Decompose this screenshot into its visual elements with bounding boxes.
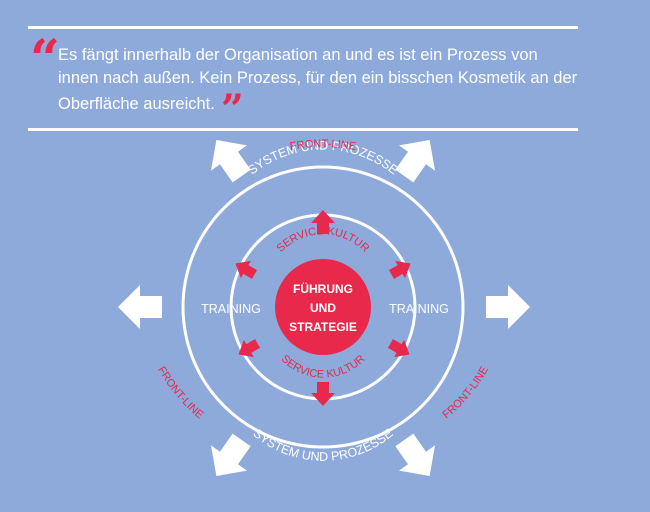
- arrow-upright-icon: [388, 260, 411, 279]
- training-label-left: TRAINING: [201, 302, 261, 316]
- close-quote-icon: ”: [220, 86, 244, 133]
- core-line-3: STRATEGIE: [289, 320, 357, 334]
- top-rule: [28, 26, 578, 29]
- arrow-downleft-icon: [238, 339, 261, 358]
- system-label-bottom: SYSTEM UND PROZESSE: [251, 426, 396, 464]
- outer-arrows: [118, 139, 530, 477]
- outer-arrow-upright-icon: [395, 139, 436, 183]
- service-label-bottom: SERVICE KULTUR: [279, 353, 368, 381]
- front-line-label-top-path: FRONT-LINE: [289, 138, 357, 153]
- outer-arrow-downleft-icon: [210, 433, 251, 477]
- inner-arrows: [235, 210, 411, 406]
- arrow-down-icon: [311, 382, 335, 406]
- arrow-downright-icon: [387, 339, 410, 358]
- open-quote-icon: “: [30, 29, 60, 90]
- bottom-rule: [28, 128, 578, 131]
- outer-ring: [181, 165, 465, 449]
- system-label-bottom-path: SYSTEM UND PROZESSE: [251, 426, 396, 464]
- core-line-2: UND: [310, 301, 336, 315]
- arrow-upleft-icon: [235, 260, 258, 279]
- core-line-1: FÜHRUNG: [293, 281, 353, 296]
- quote-text: Es fängt innerhalb der Organisation an u…: [58, 44, 578, 130]
- outer-arrow-upleft-icon: [210, 139, 251, 183]
- quote-body: Es fängt innerhalb der Organisation an u…: [58, 46, 578, 113]
- quote-block: “ Es fängt innerhalb der Organisation an…: [28, 28, 588, 130]
- core-circle: [275, 259, 371, 355]
- outer-arrow-downright-icon: [395, 433, 436, 477]
- outer-arrow-left-icon: [118, 285, 162, 329]
- arrow-up-icon: [311, 210, 335, 234]
- training-label-right: TRAINING: [389, 302, 449, 316]
- outer-arrow-right-icon: [486, 285, 530, 329]
- service-label-bottom-path: SERVICE KULTUR: [279, 353, 368, 381]
- front-line-label-top: FRONT-LINE: [289, 138, 357, 153]
